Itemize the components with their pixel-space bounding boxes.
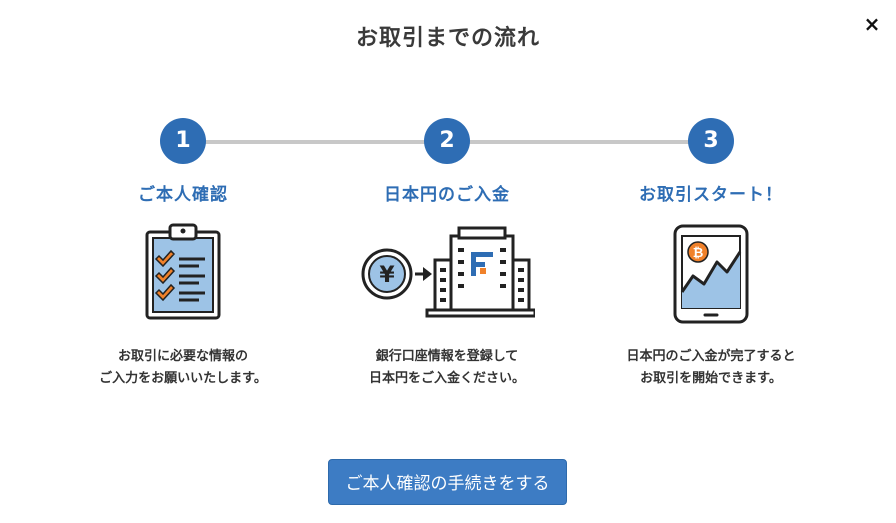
modal-title: お取引までの流れ <box>355 26 540 51</box>
step-title: お取引スタート！ <box>639 185 783 205</box>
close-icon[interactable]: × <box>863 12 881 36</box>
step-title: ご本人確認 <box>138 185 228 205</box>
start-verification-button[interactable]: ご本人確認の手続きをする <box>328 459 567 505</box>
yen-to-bank-icon: ¥ <box>317 222 577 332</box>
step-title: 日本円のご入金 <box>384 185 510 205</box>
svg-text:₿: ₿ <box>693 246 704 261</box>
step-number-badge: 1 <box>160 118 206 164</box>
yen-symbol: ¥ <box>379 263 395 288</box>
step-description: 銀行口座情報を登録して 日本円をご入金ください。 <box>368 349 525 386</box>
tablet-bitcoin-chart-icon: ₿ <box>581 222 841 332</box>
step-number-badge: 3 <box>688 118 734 164</box>
step-description: お取引に必要な情報の ご入力をお願いいたします。 <box>99 349 267 386</box>
step-number-badge: 2 <box>424 118 470 164</box>
clipboard-checklist-icon <box>53 222 313 332</box>
step-description: 日本円のご入金が完了すると お取引を開始できます。 <box>626 349 796 386</box>
